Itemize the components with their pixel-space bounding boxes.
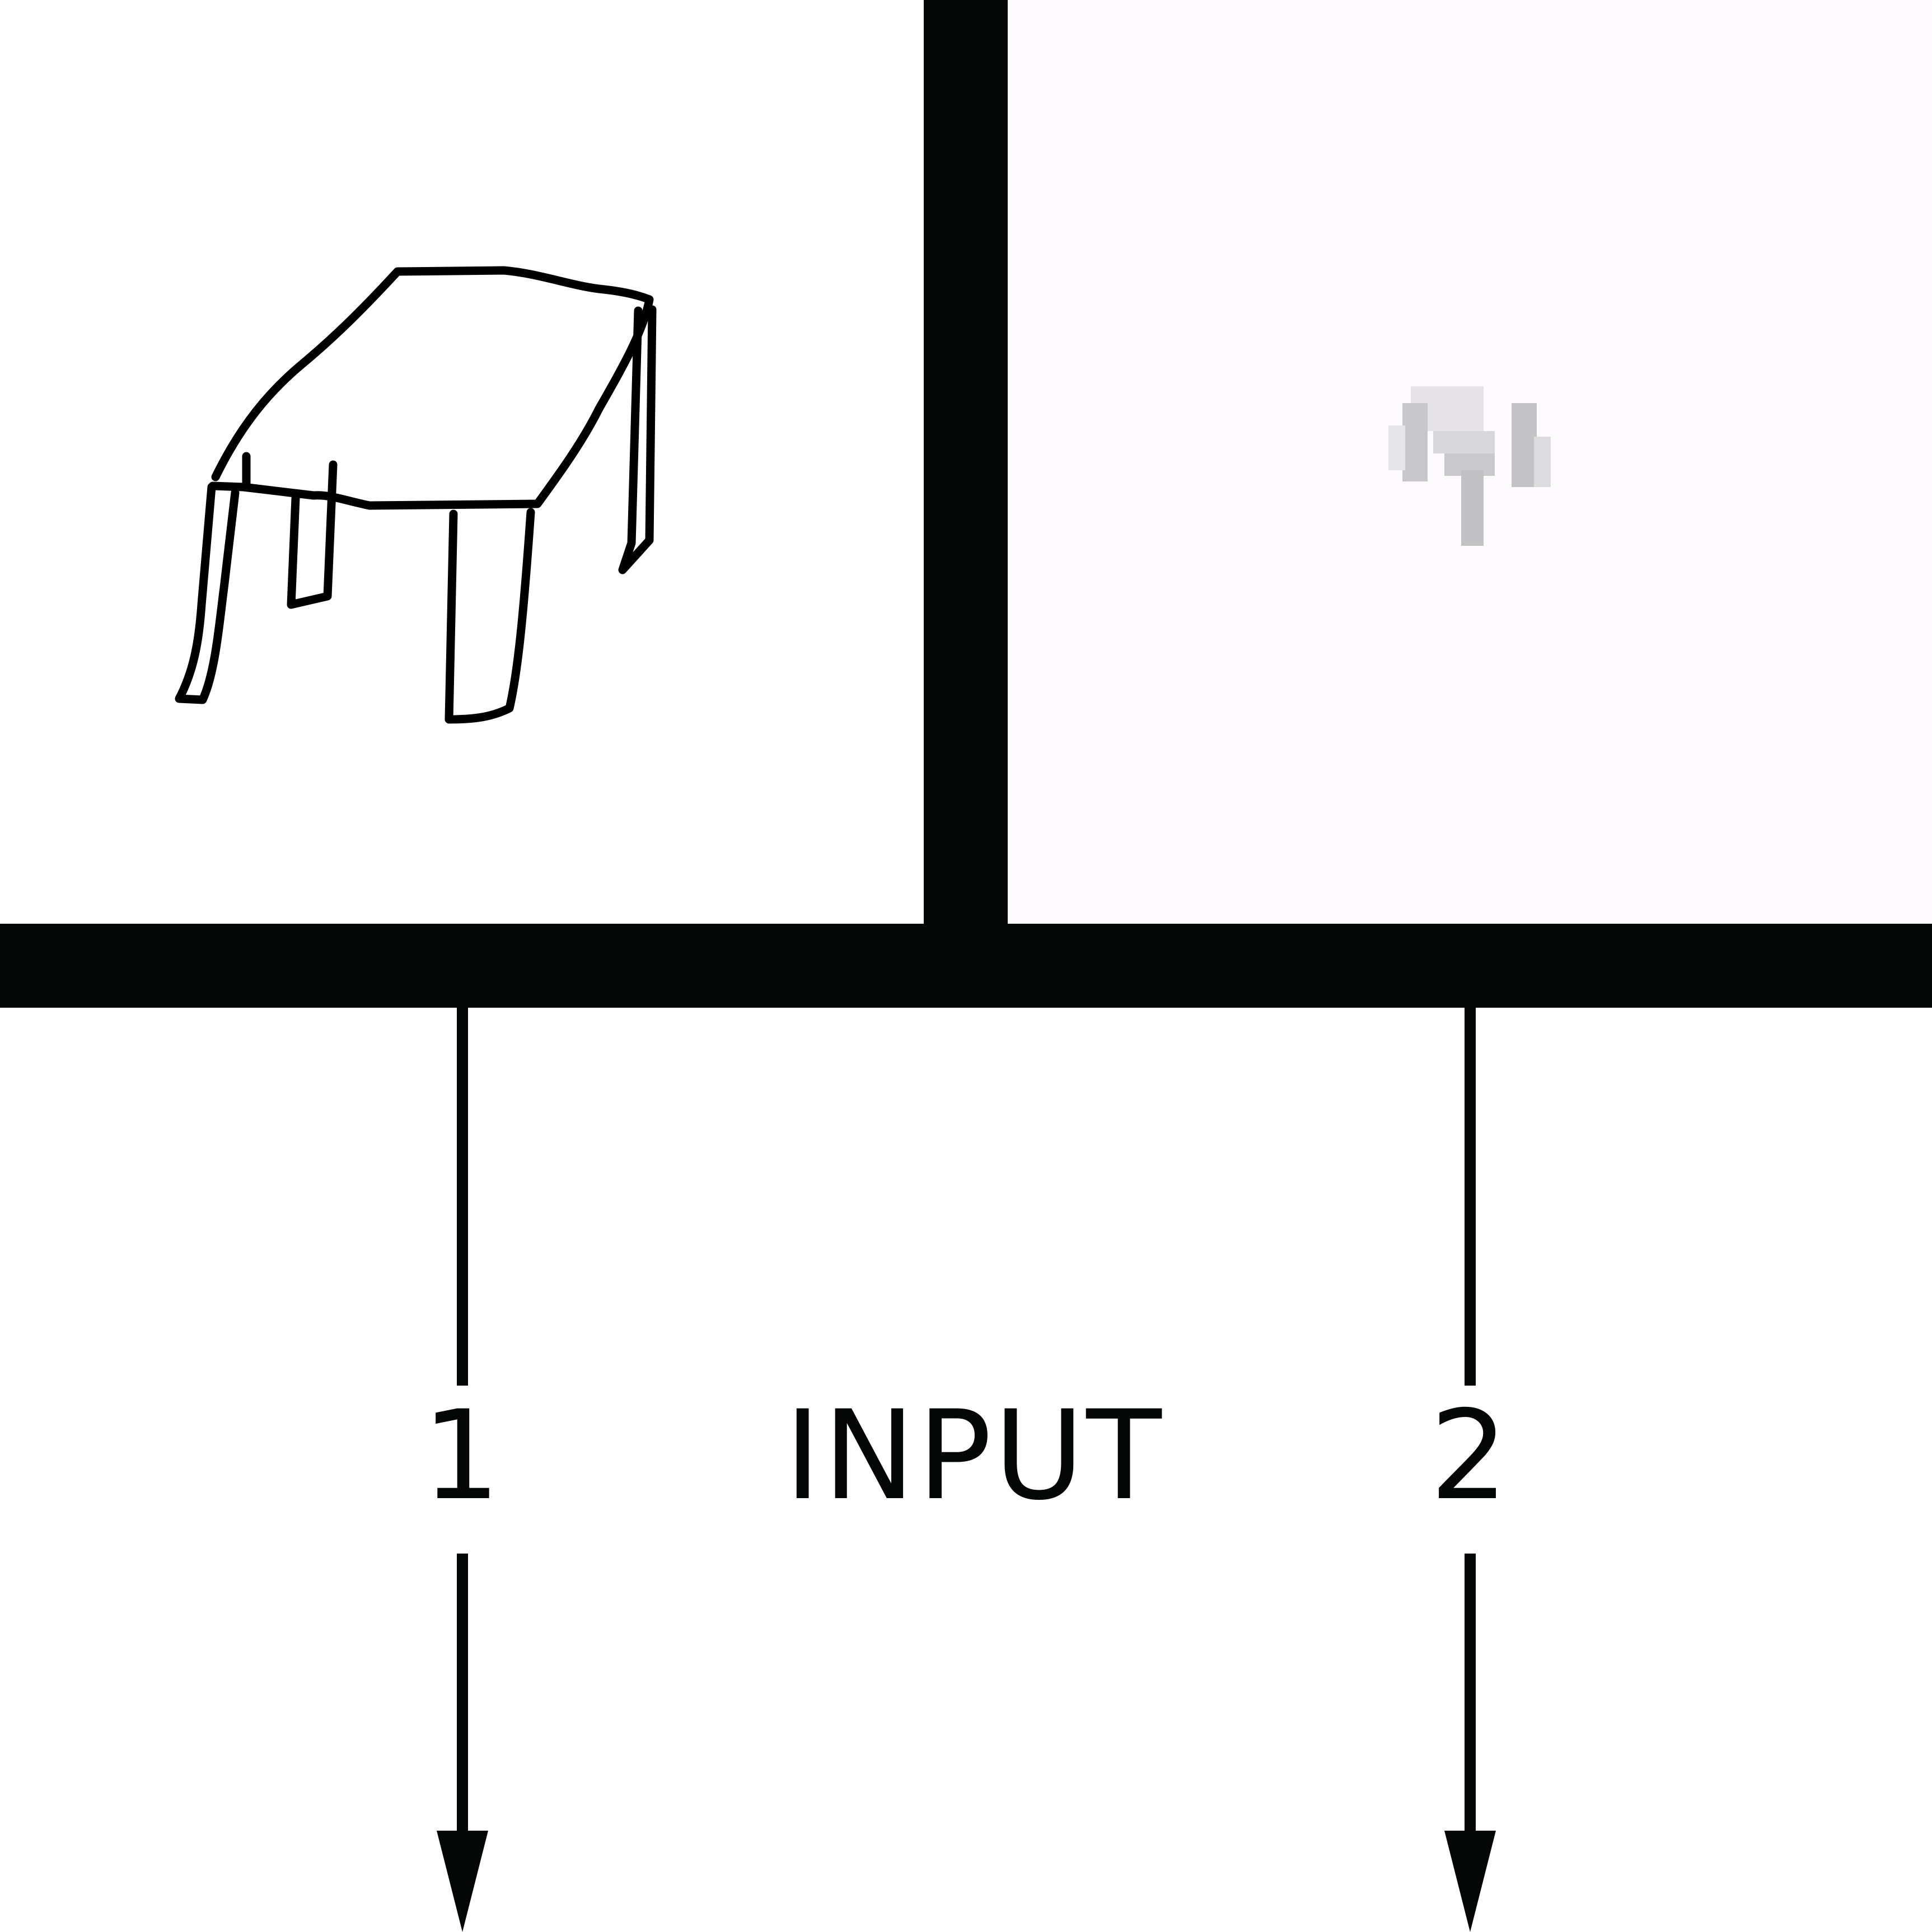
branch-2-label: 2 — [1430, 1384, 1510, 1527]
blurred-thumbnail-icon — [1388, 386, 1551, 546]
arrowhead-1-icon — [437, 1831, 488, 1932]
arrow-2 — [1444, 1008, 1496, 1932]
horizontal-bar — [0, 924, 1932, 1008]
table-sketch-icon — [175, 266, 657, 724]
input-label: INPUT — [784, 1384, 1164, 1527]
arrowhead-2-icon — [1444, 1831, 1496, 1932]
vertical-divider-bar — [924, 0, 1008, 924]
arrow-1 — [437, 1008, 488, 1932]
branch-1-label: 1 — [422, 1384, 503, 1527]
